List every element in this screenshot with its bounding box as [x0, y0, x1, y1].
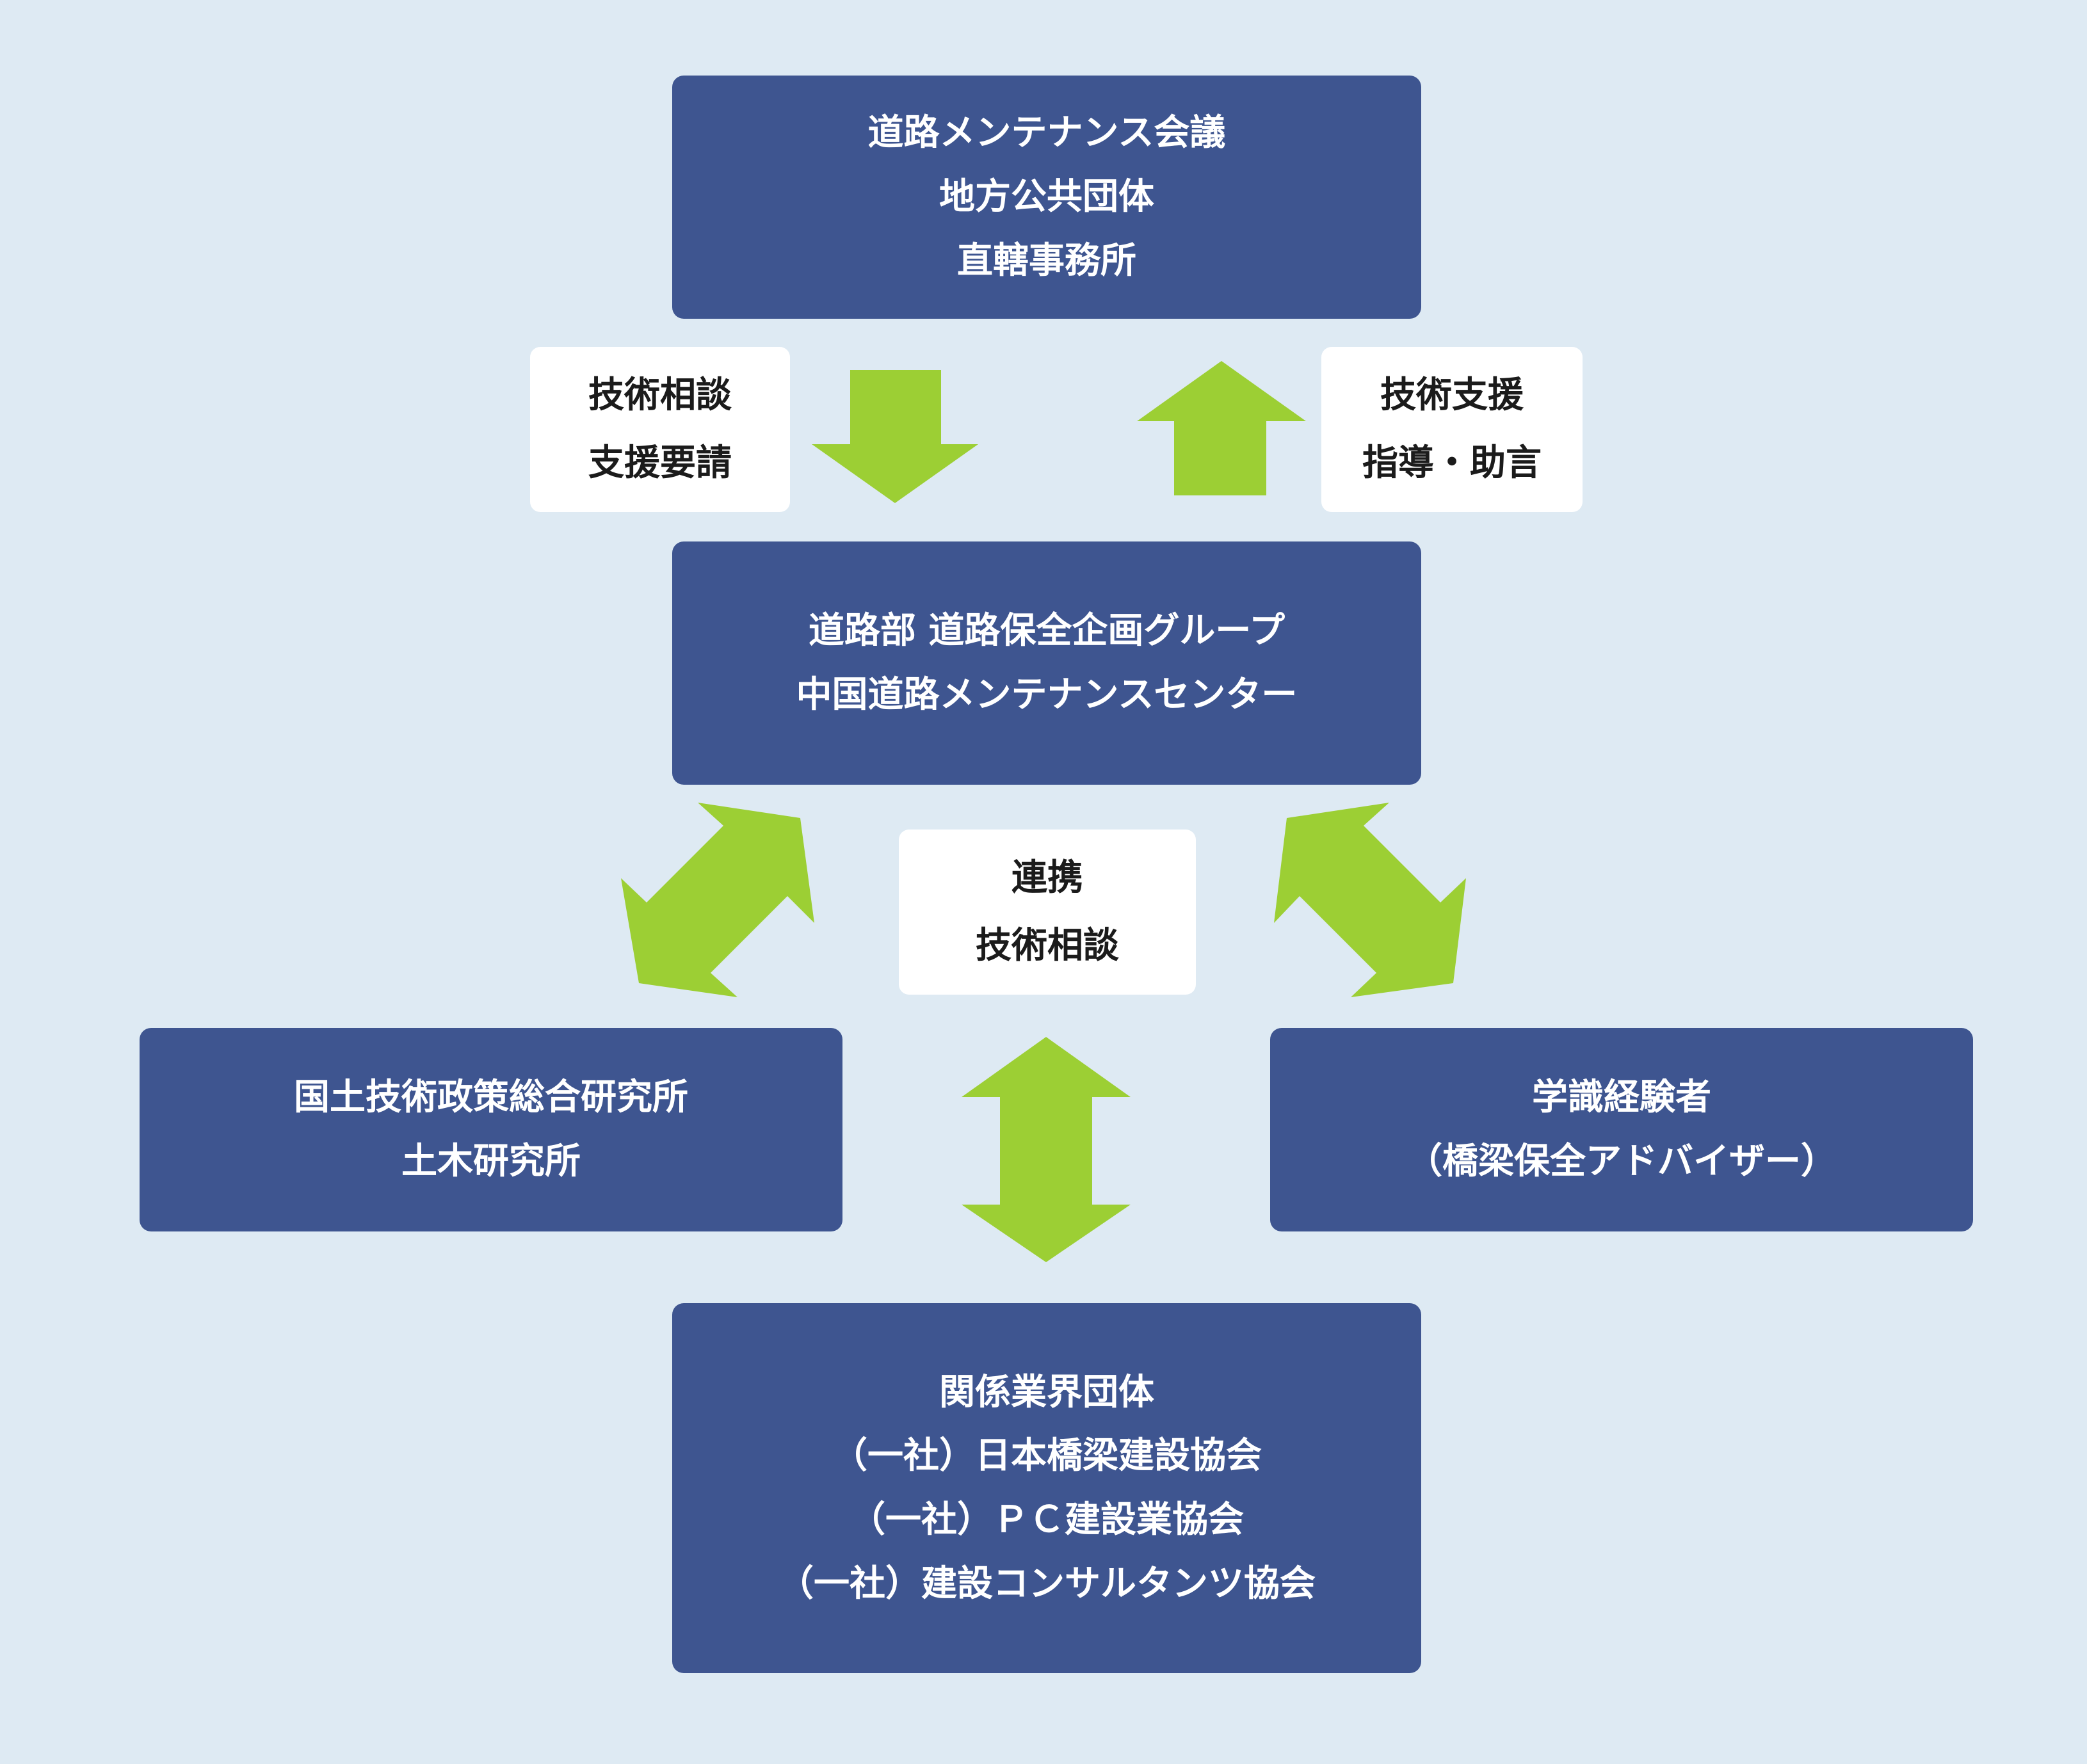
note-tech-support: 技術支援 指導・助言: [1321, 347, 1583, 512]
note-consult-request: 技術相談 支援要請: [530, 347, 790, 512]
box-road-maintenance-council: 道路メンテナンス会議 地方公共団体 直轄事務所: [672, 76, 1421, 319]
note-support-line-1: 技術支援: [1380, 374, 1524, 416]
box-bottom-line-4: （一社）建設コンサルタンツ協会: [778, 1562, 1316, 1605]
arrow-down-request: [812, 370, 978, 503]
note-cooperation-line-1: 連携: [1011, 856, 1083, 899]
box-left-line-1: 国土技術政策総合研究所: [294, 1077, 688, 1119]
box-road-department-center: 道路部 道路保全企画グループ 中国道路メンテナンスセンター: [672, 541, 1421, 785]
arrow-up-support: [1137, 361, 1306, 495]
box-top-line-2: 地方公共団体: [939, 176, 1154, 218]
note-cooperation: 連携 技術相談: [899, 830, 1196, 995]
arrow-double-center-left: [621, 803, 814, 997]
note-support-line-2: 指導・助言: [1362, 442, 1542, 484]
box-academic-experts: 学識経験者 （橋梁保全アドバイザー）: [1270, 1028, 1973, 1231]
note-cooperation-line-2: 技術相談: [976, 925, 1119, 966]
box-right-line-1: 学識経験者: [1532, 1077, 1711, 1119]
box-bottom-line-3: （一社）ＰＣ建設業協会: [850, 1499, 1244, 1541]
arrow-double-vertical: [962, 1037, 1131, 1262]
note-request-line-2: 支援要請: [588, 442, 732, 484]
box-industry-associations: 関係業界団体 （一社）日本橋梁建設協会 （一社）ＰＣ建設業協会 （一社）建設コン…: [672, 1303, 1421, 1673]
box-right-line-2: （橋梁保全アドバイザー）: [1406, 1141, 1837, 1182]
box-bottom-line-2: （一社）日本橋梁建設協会: [832, 1435, 1262, 1477]
box-left-line-2: 土木研究所: [401, 1141, 581, 1182]
box-top-line-3: 直轄事務所: [957, 239, 1136, 282]
box-center-line-2: 中国道路メンテナンスセンター: [796, 674, 1298, 716]
note-request-line-1: 技術相談: [588, 374, 732, 416]
box-top-line-1: 道路メンテナンス会議: [867, 112, 1226, 154]
box-center-line-1: 道路部 道路保全企画グループ: [808, 610, 1285, 652]
box-research-institutes: 国土技術政策総合研究所 土木研究所: [140, 1028, 842, 1231]
arrow-double-center-right: [1274, 803, 1466, 997]
box-bottom-line-1: 関係業界団体: [939, 1371, 1154, 1413]
